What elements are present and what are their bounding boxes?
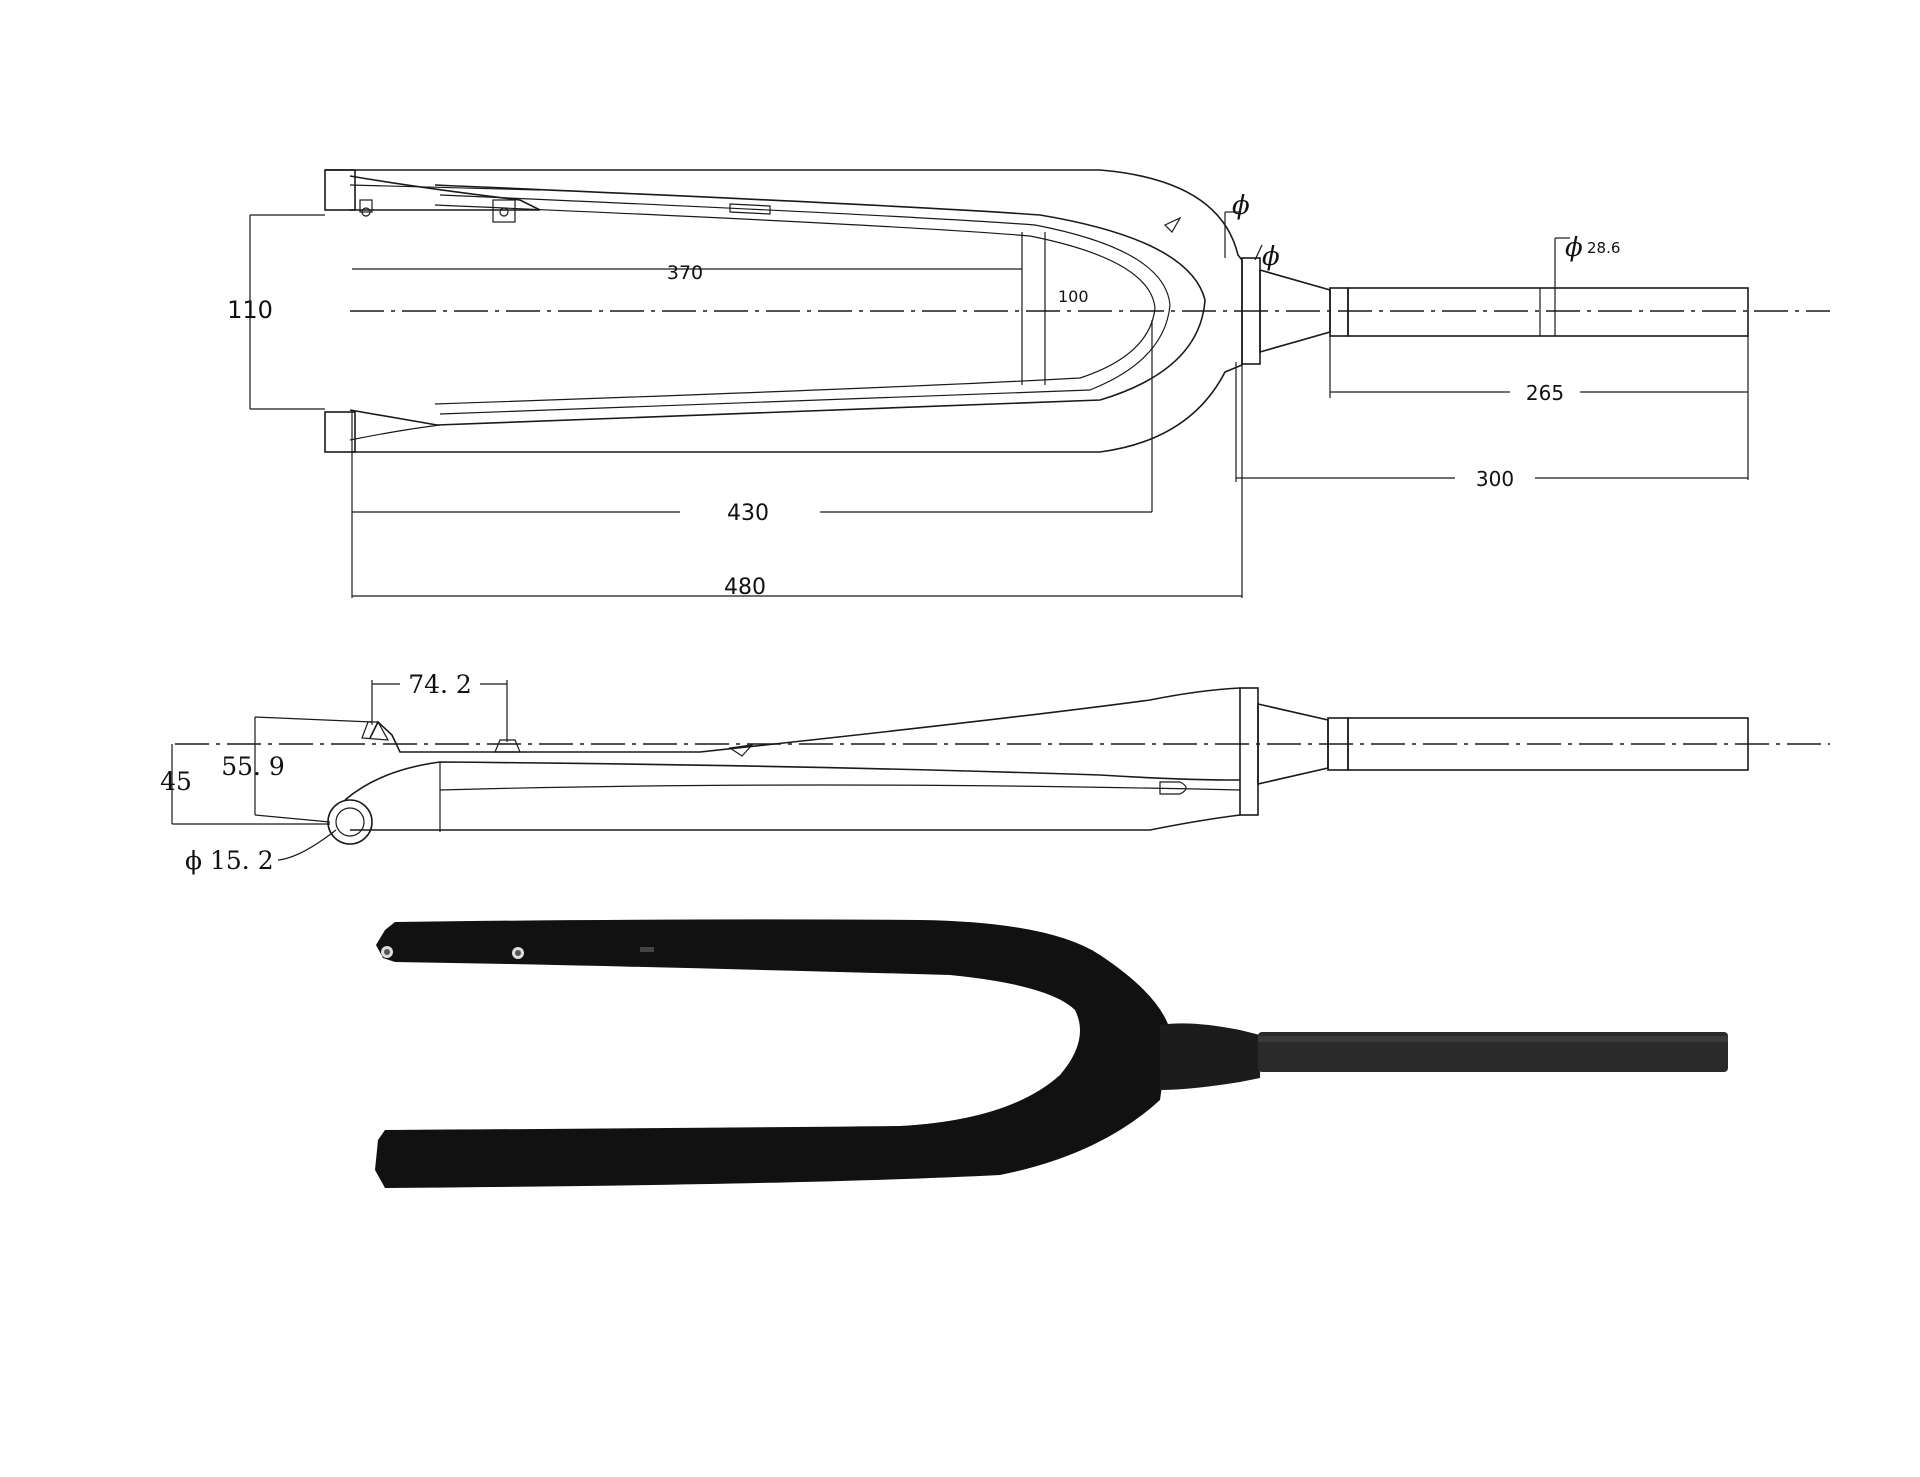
dim-265-label: 265	[1526, 381, 1564, 405]
lower-blade-edge	[349, 409, 438, 426]
side-view: 74. 2 55. 9 45 ϕ 15. 2	[160, 670, 1830, 875]
side-port	[728, 744, 754, 757]
race-diameter-symbol: ϕ	[1262, 242, 1280, 272]
dim-559-label: 55. 9	[221, 752, 285, 781]
fork-inner-u-innermost	[434, 204, 1156, 405]
dim-45-label: 45	[160, 767, 192, 796]
mount-bolt-2	[499, 207, 509, 217]
mount-bolt-1	[361, 207, 371, 217]
axle-dropout-inner	[335, 807, 365, 837]
side-steerer-tube	[1347, 717, 1749, 771]
dim-152-label: ϕ 15. 2	[185, 846, 274, 875]
photo-dropout-bolt-center	[384, 949, 390, 955]
upper-dropout	[324, 169, 356, 211]
side-crown-race	[1239, 687, 1259, 816]
side-leg-bottom-edge	[344, 761, 1241, 801]
upper-blade-edge	[349, 175, 541, 211]
dim-110-label: 110	[227, 296, 273, 324]
side-leg-top-edge	[369, 687, 1241, 753]
photo-steerer-highlight	[1258, 1036, 1728, 1042]
dim-742-label: 74. 2	[408, 670, 472, 699]
steerer-diameter-value: 28.6	[1587, 239, 1620, 257]
dim-300-label: 300	[1476, 467, 1514, 491]
top-view: 110 370 100 430 480 265 300 ϕ ϕ	[227, 169, 1830, 600]
side-mount-1	[361, 721, 390, 741]
steerer-diameter-symbol: ϕ	[1565, 233, 1583, 263]
side-leg-lower-edge	[350, 814, 1241, 831]
crown-marker	[1163, 216, 1182, 233]
side-mount-2	[494, 739, 521, 753]
photo-fork-body	[375, 919, 1170, 1188]
dim-100-label: 100	[1058, 287, 1089, 306]
lower-blade-line	[349, 424, 441, 441]
steerer-tube	[1347, 287, 1749, 337]
dim-370-label: 370	[667, 262, 703, 284]
photo-steerer-taper	[1160, 1023, 1260, 1090]
dim-559-ext-top	[254, 716, 373, 723]
steerer-collar	[1329, 287, 1349, 337]
fork-inner-u-inner	[439, 194, 1171, 415]
lower-dropout	[324, 411, 356, 453]
port-slot	[729, 203, 771, 215]
dim-430-label: 430	[727, 501, 769, 526]
side-leg-mid-edge	[439, 784, 1241, 791]
fork-photo	[375, 919, 1728, 1188]
dim-559-ext-bottom	[254, 814, 331, 823]
dia-leader-2	[1254, 244, 1263, 261]
dim-152-leader	[277, 829, 337, 861]
photo-port	[640, 947, 654, 952]
upper-blade-line	[349, 184, 541, 191]
upper-mount-hole-1	[359, 199, 373, 213]
axle-dropout-outer	[327, 799, 373, 845]
side-crown-badge	[1159, 781, 1187, 795]
photo-mount-bolt-center	[515, 950, 521, 956]
upper-mount-hole-2	[492, 199, 516, 223]
crown-diameter-symbol: ϕ	[1232, 191, 1250, 221]
fork-inner-u-outer	[434, 184, 1206, 426]
dim-480-label: 480	[724, 575, 766, 600]
